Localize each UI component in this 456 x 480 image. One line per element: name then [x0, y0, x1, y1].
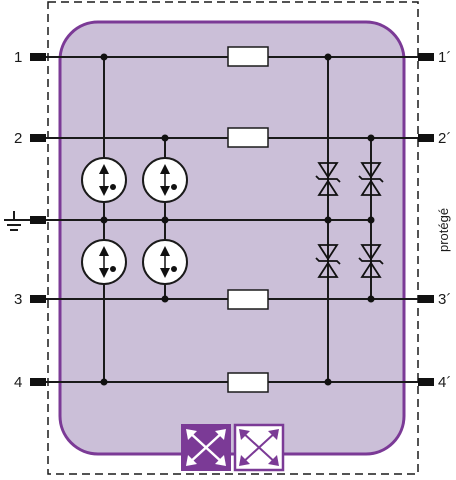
- resistor-icon: [227, 46, 269, 67]
- bidirectional-tvs-diode-icon: [315, 162, 341, 196]
- junction-dot: [161, 134, 169, 142]
- junction-dot: [324, 216, 332, 224]
- resistor-icon: [227, 289, 269, 310]
- terminal-block: [30, 134, 46, 142]
- gas-discharge-tube-icon: [81, 157, 127, 203]
- bidirectional-tvs-diode-icon: [358, 162, 384, 196]
- junction-dot: [100, 216, 108, 224]
- bidirectional-tvs-diode-icon: [315, 244, 341, 278]
- terminal-label-1: 1: [14, 49, 22, 66]
- resistor-icon: [227, 372, 269, 393]
- protected-side-label: protégé: [436, 208, 451, 252]
- protection-module: [58, 20, 406, 456]
- terminal-label-2: 2: [14, 130, 22, 147]
- status-indicator-icon: [233, 423, 285, 472]
- terminal-block: [30, 53, 46, 61]
- junction-dot: [161, 295, 169, 303]
- terminal-label-4-prime: 4´: [438, 374, 451, 391]
- junction-dot: [367, 134, 375, 142]
- junction-dot: [100, 378, 108, 386]
- gas-discharge-tube-icon: [81, 239, 127, 285]
- terminal-block: [30, 295, 46, 303]
- gas-discharge-tube-icon: [142, 157, 188, 203]
- terminal-label-3: 3: [14, 291, 22, 308]
- junction-dot: [324, 53, 332, 61]
- terminal-label-4: 4: [14, 374, 22, 391]
- junction-dot: [367, 295, 375, 303]
- terminal-label-1-prime: 1´: [438, 49, 451, 66]
- terminal-label-3-prime: 3´: [438, 291, 451, 308]
- terminal-label-2-prime: 2´: [438, 130, 451, 147]
- terminal-block: [418, 53, 434, 61]
- junction-dot: [100, 53, 108, 61]
- terminal-block: [418, 295, 434, 303]
- junction-dot: [367, 216, 375, 224]
- gas-discharge-tube-icon: [142, 239, 188, 285]
- terminal-block: [30, 216, 46, 224]
- resistor-icon: [227, 127, 269, 148]
- terminal-block: [30, 378, 46, 386]
- ground-icon: [4, 211, 30, 231]
- bidirectional-tvs-diode-icon: [358, 244, 384, 278]
- terminal-block: [418, 134, 434, 142]
- junction-dot: [161, 216, 169, 224]
- junction-dot: [324, 378, 332, 386]
- housing-outline: [47, 1, 419, 475]
- status-indicator-icon: [181, 424, 231, 471]
- terminal-block: [418, 378, 434, 386]
